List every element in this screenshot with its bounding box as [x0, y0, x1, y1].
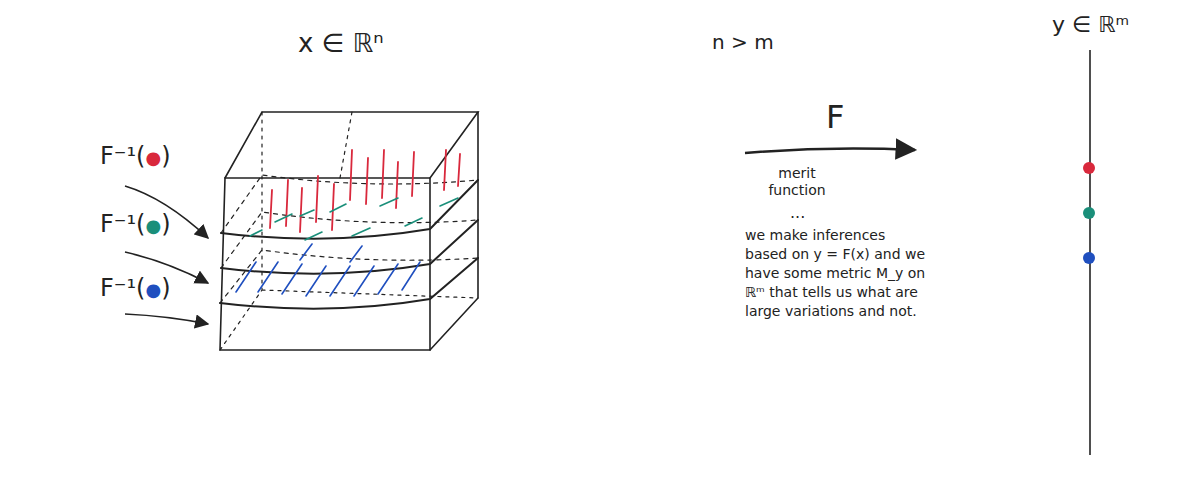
hidden-edges [220, 112, 478, 350]
blue-point [1083, 252, 1095, 264]
dimension-note: n > m [712, 30, 774, 54]
leader-arrow [125, 314, 208, 324]
preimage-label: F⁻¹(●) [100, 274, 171, 303]
blue-hatching [236, 244, 420, 296]
layer-surface [220, 250, 478, 303]
space-label: y ∈ ℝᵐ [1052, 12, 1129, 38]
mapping-arrow [745, 149, 915, 153]
map-label: F [826, 98, 844, 136]
box-right [430, 112, 478, 350]
ellipsis: ... [790, 203, 805, 222]
layer-surface [221, 175, 478, 233]
layer-boundary [221, 180, 478, 239]
red-hatching [270, 150, 460, 232]
teal-point [1083, 207, 1095, 219]
space-label: x ∈ ℝⁿ [298, 28, 384, 59]
box-front [220, 178, 430, 350]
note-heading: merit function [752, 165, 842, 199]
preimage-label: F⁻¹(●) [100, 210, 171, 239]
teal-hatching [250, 198, 458, 240]
red-point [1083, 162, 1095, 174]
note-text: we make inferences based on y = F(x) and… [745, 226, 930, 320]
preimage-label: F⁻¹(●) [100, 142, 171, 171]
layer-boundary [220, 258, 478, 309]
